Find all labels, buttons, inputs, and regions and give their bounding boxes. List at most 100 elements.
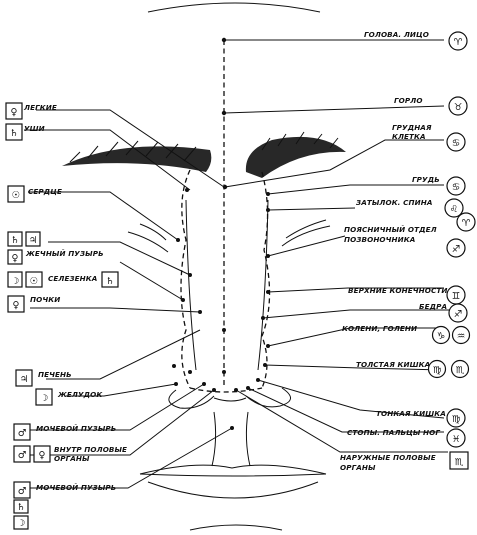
lower-lip bbox=[147, 481, 319, 499]
sign-box-heart bbox=[7, 185, 25, 203]
left-dashed-contour bbox=[180, 169, 191, 389]
right-eyebrow bbox=[245, 131, 346, 178]
sign-box-kidneys bbox=[7, 295, 25, 313]
label-chest-2: КЛЕТКА bbox=[392, 132, 426, 141]
label-internal-2: ОРГАНЫ bbox=[54, 454, 90, 463]
left-eye-lid bbox=[139, 223, 167, 241]
label-lungs: ЛЕГКИЕ bbox=[23, 103, 57, 112]
scorpio-icon-2: ♏ bbox=[455, 457, 464, 468]
venus-icon-4: ♀ bbox=[39, 450, 46, 461]
label-bladder-2: МОЧЕВОЙ ПУЗЫРЬ bbox=[36, 483, 116, 492]
label-feet: СТОПЫ. ПАЛЬЦЫ НОГ bbox=[347, 428, 440, 437]
aries-icon: ♈ bbox=[454, 37, 463, 48]
mars-icon-3: ♂ bbox=[18, 486, 27, 497]
sign-box-internal-venus bbox=[33, 445, 51, 463]
leader-lines bbox=[24, 39, 456, 489]
sign-circle-lumbar bbox=[446, 238, 466, 258]
label-ears: УШИ bbox=[24, 124, 45, 133]
venus-icon-2: ♀ bbox=[12, 253, 19, 264]
aquarius-icon: ♒ bbox=[457, 331, 466, 342]
sign-box-bladder-2 bbox=[13, 481, 31, 499]
label-chest-1: ГРУДНАЯ bbox=[392, 123, 432, 132]
nose-right-line bbox=[257, 199, 269, 371]
label-genitals-1: НАРУЖНЫЕ ПОЛОВЫЕ bbox=[340, 453, 436, 462]
nose-tip bbox=[213, 397, 247, 402]
label-internal-1: ВНУТР ПОЛОВЫЕ bbox=[54, 445, 127, 454]
label-throat: ГОРЛО bbox=[394, 96, 423, 105]
left-eyebrow bbox=[62, 140, 212, 172]
label-gallbladder: ЖЕЧНЫЙ ПУЗЫРЬ bbox=[25, 249, 104, 258]
sign-circle-colon bbox=[427, 359, 447, 379]
aries-icon-2: ♈ bbox=[462, 218, 471, 229]
dot-center-1 bbox=[222, 328, 226, 332]
virgo-icon: ♍ bbox=[433, 365, 442, 376]
sign-circle-head bbox=[448, 31, 468, 51]
sign-circle-nape bbox=[444, 198, 464, 218]
sun-icon-2: ☉ bbox=[30, 276, 39, 287]
saturn-icon-3: ♄ bbox=[106, 276, 115, 287]
label-knees: КОЛЕНИ, ГОЛЕНИ bbox=[342, 324, 417, 333]
moon-icon: ☽ bbox=[11, 276, 20, 287]
sign-box-spleen-saturn bbox=[101, 271, 119, 288]
mars-icon-2: ♂ bbox=[18, 450, 27, 461]
label-bladder-1: МОЧЕВОЙ ПУЗЫРЬ bbox=[36, 424, 116, 433]
label-colon: ТОЛСТАЯ КИШКА bbox=[356, 360, 430, 369]
sign-box-internal bbox=[13, 445, 31, 463]
hairline-curve bbox=[147, 2, 321, 13]
sign-circle-colon-scorpio bbox=[450, 359, 470, 379]
sign-box-bottom-saturn bbox=[13, 499, 29, 514]
zone-lines bbox=[180, 40, 271, 393]
virgo-icon-2: ♍ bbox=[452, 414, 461, 425]
upper-lip bbox=[139, 464, 327, 475]
dot-center-2 bbox=[222, 370, 226, 374]
sign-box-gallbladder bbox=[7, 249, 23, 265]
sign-box-bottom-moon bbox=[13, 515, 29, 530]
right-labels: ГОЛОВА. ЛИЦО ♈ ГОРЛО ♉ ГРУДНАЯ КЛЕТКА ♋ … bbox=[340, 30, 476, 472]
saturn-icon: ♄ bbox=[10, 128, 19, 139]
sign-box-ears bbox=[5, 123, 23, 141]
sign-box-ears-jupiter bbox=[25, 231, 41, 247]
leo-icon: ♌ bbox=[450, 204, 459, 215]
jupiter-icon: ♃ bbox=[29, 235, 38, 246]
left-nostril bbox=[168, 389, 215, 409]
dot-lower-left-1 bbox=[188, 370, 192, 374]
label-lumbar-2: ПОЗВОНОЧНИКА bbox=[344, 235, 415, 244]
left-labels: ♀ ЛЕГКИЕ ♄ УШИ ☉ СЕРДЦЕ ♄ ♃ ♀ ЖЕЧНЫЙ ПУЗ… bbox=[5, 102, 127, 530]
label-lumbar-1: ПОЯСНИЧНЫЙ ОТДЕЛ bbox=[344, 225, 437, 234]
sign-box-liver bbox=[15, 369, 33, 387]
label-breast: ГРУДЬ bbox=[412, 175, 440, 184]
gemini-icon: ♊ bbox=[452, 291, 461, 302]
taurus-icon: ♉ bbox=[454, 102, 463, 113]
sign-circle-hips bbox=[448, 303, 468, 323]
label-hips: БЕДРА bbox=[419, 302, 447, 311]
sagittarius-icon: ♐ bbox=[452, 244, 461, 255]
sign-box-spleen bbox=[7, 271, 23, 288]
left-eye-contour bbox=[127, 231, 169, 253]
mars-icon: ♂ bbox=[18, 428, 27, 439]
label-kidneys: ПОЧКИ bbox=[30, 295, 60, 304]
sign-circle-breast bbox=[446, 176, 466, 196]
sign-circle-nape-aries bbox=[456, 212, 476, 232]
sign-circle-knees-aquarius bbox=[451, 325, 471, 345]
label-liver: ПЕЧЕНЬ bbox=[38, 370, 72, 379]
cancer-icon: ♋ bbox=[452, 138, 461, 149]
saturn-icon-4: ♄ bbox=[17, 502, 26, 513]
sign-circle-feet bbox=[446, 428, 466, 448]
sign-box-stomach bbox=[35, 388, 53, 406]
saturn-icon-2: ♄ bbox=[11, 235, 20, 246]
sign-box-genitals bbox=[449, 451, 469, 470]
pisces-icon: ♓ bbox=[452, 434, 461, 445]
chin-curve bbox=[189, 524, 283, 531]
dot-liver bbox=[172, 364, 176, 368]
sign-box-spleen-sun bbox=[25, 271, 43, 288]
label-spleen: СЕЛЕЗЕНКА bbox=[48, 274, 97, 283]
label-head: ГОЛОВА. ЛИЦО bbox=[364, 30, 429, 39]
venus-icon: ♀ bbox=[11, 107, 18, 118]
jupiter-icon-2: ♃ bbox=[20, 374, 29, 385]
venus-icon-3: ♀ bbox=[13, 300, 20, 311]
sign-circle-throat bbox=[448, 96, 468, 116]
right-nostril bbox=[245, 387, 291, 408]
sign-box-bladder-1 bbox=[13, 423, 31, 441]
label-stomach: ЖЕЛУДОК bbox=[57, 390, 103, 399]
philtrum-left bbox=[211, 411, 217, 467]
